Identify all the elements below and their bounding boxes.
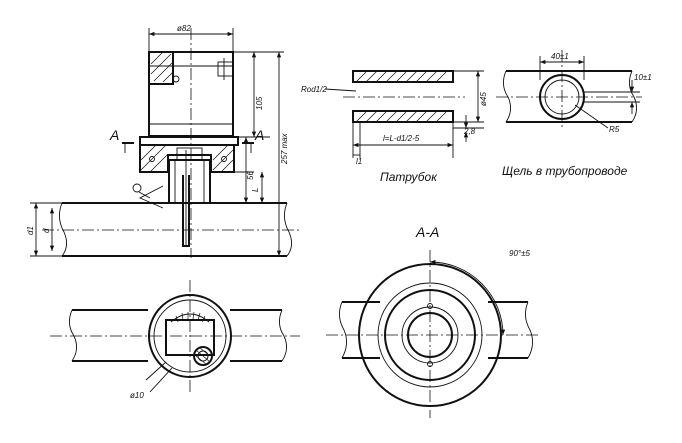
plan-view: ø10 xyxy=(50,280,300,400)
dim-angle: 90°±5 xyxy=(509,249,530,258)
dim-d: d xyxy=(42,228,51,233)
dim-rod-thread: Rod1/2 xyxy=(301,85,327,94)
section-mark-left: A xyxy=(109,127,119,143)
dim-257-max: 257 max xyxy=(280,132,289,165)
spigot-probe xyxy=(132,150,211,247)
section-a-a-view: A-A 90°±5 xyxy=(326,224,540,418)
dim-length-formula: l=L-d1/2-5 xyxy=(383,134,420,143)
dim-105: 105 xyxy=(255,96,264,110)
spigot-detail-view: Rod1/2 ø45 2,8 l=L-d1/2-5 l1 Патрубок xyxy=(301,70,488,184)
dim-phi82: ø82 xyxy=(177,24,191,33)
section-a-a-label: A-A xyxy=(415,224,439,240)
main-elevation-view: A A ø82 105 257 max 56 L d1 d xyxy=(26,24,300,258)
dim-L: L xyxy=(251,188,260,192)
spigot-caption: Патрубок xyxy=(380,170,438,184)
dim-2-8: 2,8 xyxy=(463,127,476,136)
section-mark-right: A xyxy=(254,127,264,143)
dim-40: 40±1 xyxy=(551,52,569,61)
dim-phi10: ø10 xyxy=(130,391,144,400)
dim-phi45: ø45 xyxy=(479,92,488,106)
dim-d1: d1 xyxy=(26,226,35,235)
slot-caption: Щель в трубопроводе xyxy=(502,164,628,178)
dim-10: 10±1 xyxy=(634,73,652,82)
pipe-slot-view: 40±1 10±1 R5 Щель в трубопроводе xyxy=(496,50,652,178)
mounting-flange xyxy=(139,136,239,173)
dim-R5: R5 xyxy=(609,125,620,134)
dim-l1: l1 xyxy=(356,157,362,166)
dim-56: 56 xyxy=(246,171,255,180)
